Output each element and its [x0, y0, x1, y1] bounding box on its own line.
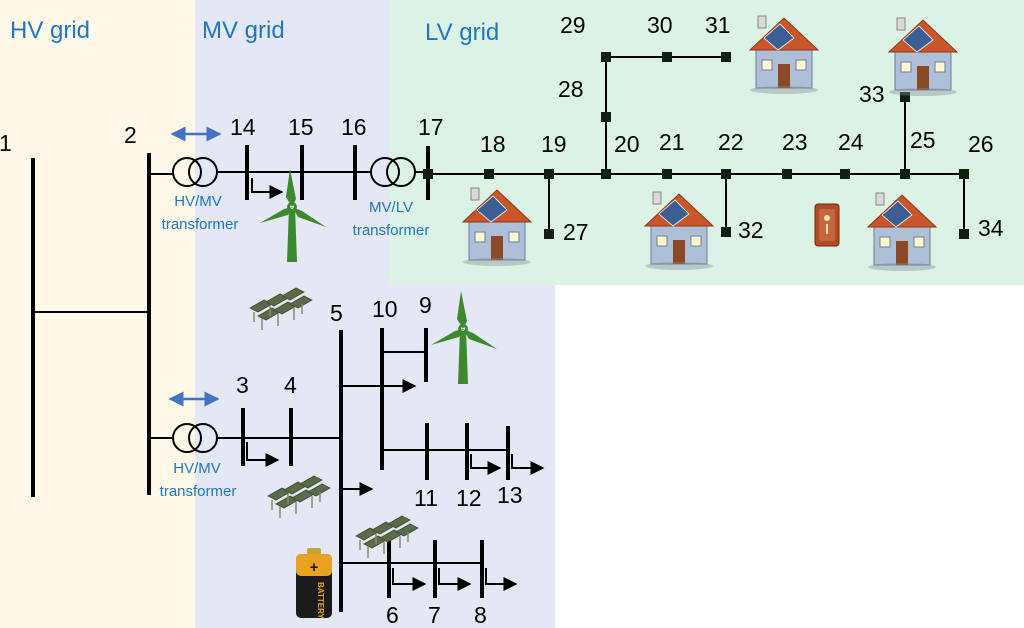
bus-label-34: 34: [978, 215, 1004, 241]
bus-label-7: 7: [428, 602, 441, 628]
node-32: [721, 227, 731, 237]
bus-label-6: 6: [386, 602, 399, 628]
bus-label-32: 32: [738, 217, 764, 243]
bus-label-13: 13: [497, 482, 523, 508]
bus-label-23: 23: [782, 129, 808, 155]
node-18: [484, 169, 494, 179]
bus-label-1: 1: [0, 130, 12, 156]
bus-label-16: 16: [341, 114, 367, 140]
bus-label-19: 19: [541, 131, 567, 157]
hv-region-title: HV grid: [10, 17, 90, 44]
node-27: [544, 229, 554, 239]
node-33: [900, 92, 910, 102]
bus-label-27: 27: [563, 219, 589, 245]
load-arrow-3: [246, 442, 280, 467]
bus-label-28: 28: [558, 76, 584, 102]
node-20: [601, 169, 611, 179]
load-arrow-6: [392, 568, 427, 591]
node-23: [782, 169, 792, 179]
bus-label-3: 3: [236, 372, 249, 398]
bus-label-21: 21: [659, 129, 685, 155]
node-17: [423, 169, 433, 179]
bus-label-18: 18: [480, 131, 506, 157]
bus-label-22: 22: [718, 129, 744, 155]
hv-mv-transformer-upper-coil-a: [172, 157, 202, 187]
load-arrow-8: [485, 568, 518, 591]
bus-number-labels: 1 2 3 4 5 6 7 8 9 10 11 12 13 14 15 16 1…: [0, 12, 1004, 628]
node-19: [544, 169, 554, 179]
lv-region-title: LV grid: [425, 19, 499, 46]
node-26: [959, 169, 969, 179]
hv-mv-transformer-lower-label-2: transformer: [160, 483, 237, 500]
bus-label-2: 2: [124, 122, 137, 148]
hv-region: [0, 0, 195, 628]
load-arrow-13: [511, 454, 545, 475]
hv-mv-transformer-upper-label-2: transformer: [162, 216, 239, 233]
bus-label-30: 30: [647, 12, 673, 38]
node-25: [900, 169, 910, 179]
mv-lv-transformer-label-1: MV/LV: [369, 199, 413, 216]
bus-label-9: 9: [419, 292, 432, 318]
node-34: [959, 229, 969, 239]
battery-icon: + BATTERY: [296, 548, 332, 620]
node-29: [601, 52, 611, 62]
hv-mv-transformer-upper-label-1: HV/MV: [174, 193, 222, 210]
bus-label-12: 12: [456, 485, 482, 511]
node-24: [840, 169, 850, 179]
load-arrow-12: [470, 454, 502, 475]
bus-label-14: 14: [230, 114, 256, 140]
bus-label-26: 26: [968, 131, 994, 157]
svg-text:+: +: [310, 559, 319, 576]
node-28: [601, 112, 611, 122]
battery-label: BATTERY: [316, 582, 325, 620]
bus-label-33: 33: [859, 81, 885, 107]
bus-label-29: 29: [560, 12, 586, 38]
bus-label-15: 15: [288, 114, 314, 140]
mv-lv-transformer-coil-a: [370, 157, 400, 187]
bus-label-11: 11: [414, 485, 438, 511]
bus-label-24: 24: [838, 129, 864, 155]
load-arrow-7: [438, 568, 472, 591]
node-31: [721, 52, 731, 62]
bus-label-17: 17: [418, 114, 444, 140]
node-21: [662, 169, 672, 179]
switch-icon: [814, 203, 840, 247]
bus-label-4: 4: [284, 372, 297, 398]
node-22: [721, 169, 731, 179]
bus-label-20: 20: [614, 131, 640, 157]
bus-label-25: 25: [910, 127, 936, 153]
hv-mv-transformer-lower-coil-a: [172, 423, 202, 453]
bus-label-5: 5: [330, 300, 343, 326]
node-30: [662, 52, 672, 62]
mv-region-title: MV grid: [202, 17, 285, 44]
bus-label-31: 31: [705, 12, 731, 38]
bus-label-8: 8: [474, 602, 487, 628]
load-arrow-14: [251, 178, 284, 199]
mv-lv-transformer-label-2: transformer: [353, 222, 430, 239]
bus-label-10: 10: [372, 296, 398, 322]
hv-mv-transformer-lower-label-1: HV/MV: [173, 460, 221, 477]
